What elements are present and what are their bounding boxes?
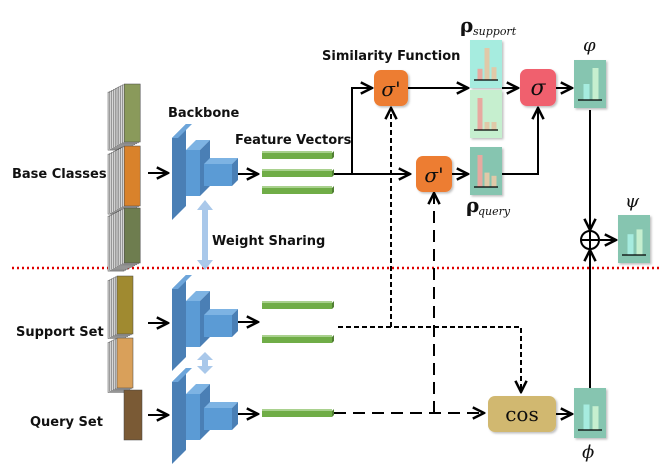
- sigma-box: σ: [520, 69, 556, 106]
- support-feature-vector-2: [262, 335, 334, 343]
- rho-support-bottom-histogram: [470, 90, 502, 138]
- feature-vector-3: [262, 186, 334, 194]
- feature-vector-1: [262, 151, 334, 159]
- similarity-function-label: Similarity Function: [322, 49, 460, 64]
- backbone-label: Backbone: [168, 106, 240, 121]
- query-image: [123, 389, 143, 441]
- cos-box: cos: [488, 396, 556, 432]
- svg-text:σ: σ: [530, 76, 546, 101]
- rho-support-top-histogram-bar-1: [477, 68, 483, 80]
- varphi-label: φ: [583, 35, 596, 56]
- backbone-support: [172, 275, 238, 371]
- weight-sharing-arrow: [197, 200, 213, 270]
- varphi-histogram-bar-1: [583, 84, 590, 100]
- backbone-query: [172, 368, 238, 464]
- sigma-prime-top-box: σ': [374, 70, 408, 106]
- svg-text:cos: cos: [505, 402, 539, 426]
- support-stack-2: [107, 337, 134, 393]
- rho-support-bottom-histogram-bar-3: [491, 122, 497, 130]
- rho-support-label: ρ support: [460, 13, 517, 38]
- support-set-label: Support Set: [16, 325, 104, 340]
- svg-text:ρ: ρ: [466, 193, 479, 217]
- base-classes-label: Base Classes: [12, 167, 107, 182]
- query-feature-vector: [262, 409, 334, 417]
- backbone-base: [172, 124, 238, 220]
- psi-histogram-bar-1: [627, 234, 634, 255]
- psi-label: ψ: [625, 191, 640, 212]
- weight-sharing-label: Weight Sharing: [212, 234, 325, 249]
- phi-histogram-bar-2: [592, 406, 599, 430]
- rho-query-histogram-bar-1: [477, 155, 483, 187]
- svg-text:query: query: [478, 205, 511, 218]
- base-class-stack-dog: [107, 83, 141, 151]
- image-stacks: [107, 83, 143, 441]
- base-class-stack-cabinet: [107, 145, 141, 215]
- feature-vectors-label: Feature Vectors: [235, 133, 352, 148]
- varphi-histogram-bar-2: [592, 68, 599, 100]
- rho-support-top-histogram-bar-3: [491, 67, 497, 80]
- phi-histogram-bar-1: [583, 404, 590, 430]
- base-class-stack-bird: [107, 207, 141, 272]
- support-stack-1: [107, 275, 134, 339]
- rho-support-bottom-histogram-bar-1: [477, 98, 483, 130]
- flow-support-to-cos: [338, 326, 521, 392]
- support-feature-vector-1: [262, 301, 334, 309]
- feature-vector-2: [262, 169, 334, 177]
- flow-rho-query-to-sigma: [502, 108, 538, 175]
- rho-query-histogram-bar-3: [491, 175, 497, 187]
- svg-text:support: support: [473, 25, 517, 38]
- query-set-label: Query Set: [30, 415, 103, 430]
- sigma-prime-bottom-box: σ': [416, 156, 452, 192]
- phi-label: ϕ: [582, 442, 594, 463]
- backbones: [172, 124, 238, 464]
- rho-query-histogram-bar-2: [484, 172, 490, 187]
- psi-histogram: [618, 215, 650, 263]
- rho-support-bottom-histogram-bar-2: [484, 122, 490, 130]
- rho-support-top-histogram-bar-2: [484, 48, 490, 80]
- psi-histogram-bar-2: [636, 229, 643, 255]
- rho-support-top-histogram: [470, 40, 502, 88]
- varphi-histogram: [574, 60, 606, 108]
- rho-query-label: ρ query: [466, 193, 511, 218]
- oplus-icon: [580, 230, 600, 250]
- svg-text:ρ: ρ: [460, 13, 473, 37]
- svg-text:σ': σ': [381, 77, 400, 101]
- rho-query-histogram: [470, 147, 502, 195]
- flow-feature-to-sigma-prime-top: [351, 88, 372, 174]
- svg-text:σ': σ': [424, 163, 443, 187]
- feature-vectors: [262, 151, 334, 417]
- weight-sharing-arrow-small: [197, 352, 213, 374]
- phi-histogram: [574, 388, 606, 438]
